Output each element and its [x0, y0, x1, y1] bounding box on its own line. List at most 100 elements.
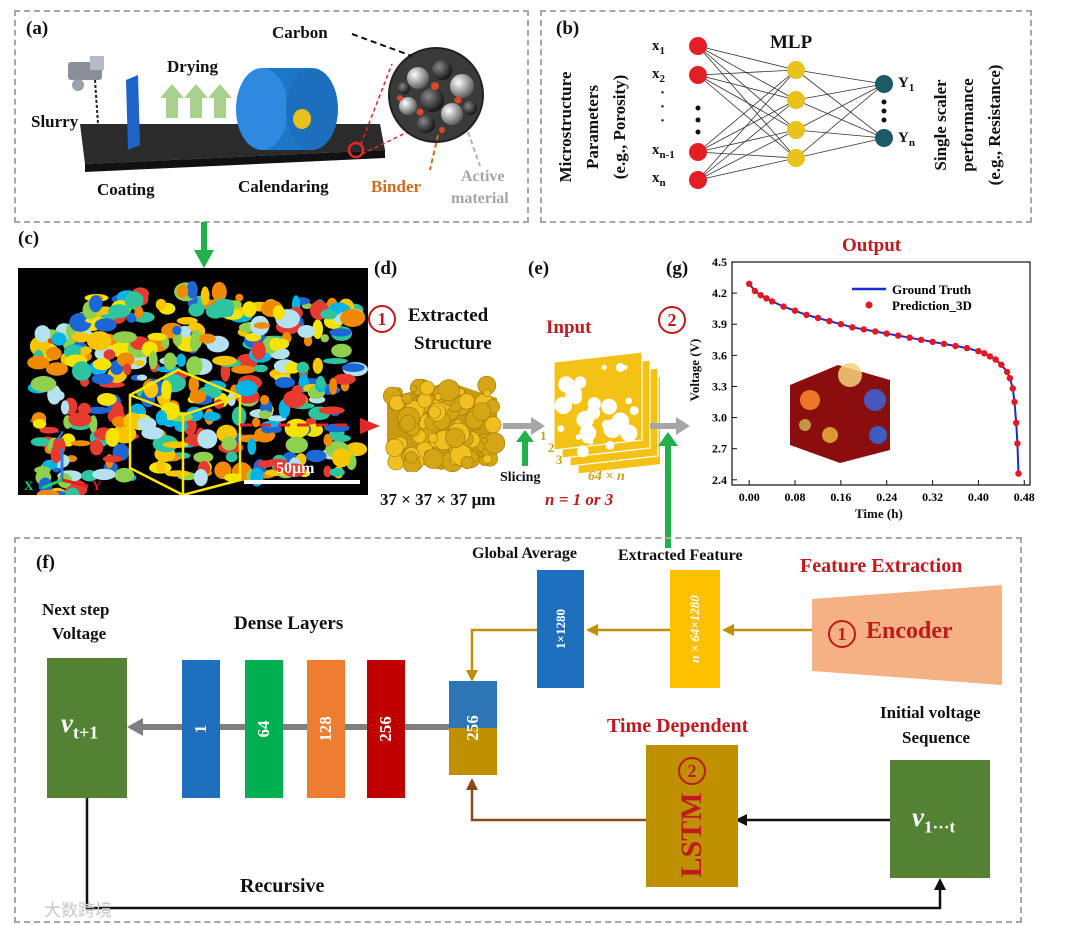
mlp-input-node-1 [689, 66, 707, 84]
x-tick-label: 0.08 [785, 490, 806, 504]
green-arrow-a-to-c [194, 222, 214, 268]
panel-b [540, 10, 1032, 223]
particle [231, 365, 256, 374]
particle [162, 441, 189, 448]
dense-layer-128: 128 [307, 660, 345, 798]
coating-line-illustration [68, 33, 484, 172]
cube-particle [401, 393, 413, 405]
panel-b-label: (b) [556, 18, 580, 39]
particle [36, 489, 60, 495]
slice-pore [576, 445, 589, 458]
particle [258, 410, 272, 419]
particle [340, 309, 366, 327]
coating-label: Coating [97, 180, 155, 199]
initial-voltage-symbol: v [912, 802, 924, 832]
extracted-structure-title-2: Structure [414, 333, 492, 354]
mlp-output-dot-1 [881, 108, 887, 114]
prediction-point [757, 292, 764, 299]
particle [312, 357, 323, 374]
panel-a-label: (a) [26, 18, 49, 39]
particle [30, 376, 57, 392]
mlp-network [689, 37, 893, 189]
mlp-title: MLP [770, 32, 813, 53]
particle [92, 468, 116, 481]
prediction-point [1006, 375, 1014, 382]
prediction-point [906, 334, 913, 341]
inset-particle [822, 427, 838, 443]
particle [252, 417, 261, 428]
prediction-point [895, 332, 902, 339]
chart-title: Output [842, 235, 902, 256]
slice-pore [625, 397, 633, 405]
selection-cube [128, 368, 242, 495]
particle [176, 353, 186, 367]
inset-particle [869, 426, 887, 444]
particle [323, 358, 348, 364]
x-tick-label: 0.40 [968, 490, 989, 504]
slice-dimension-label: 64 × n [588, 469, 625, 484]
prediction-point [746, 280, 753, 287]
particle [211, 281, 227, 302]
cube-particle [460, 456, 474, 470]
particle [329, 328, 352, 337]
y-tick-label: 4.2 [712, 286, 727, 300]
input-title: Input [546, 317, 592, 338]
cube-particle [419, 380, 435, 396]
prediction-point [872, 328, 879, 335]
prediction-point [883, 330, 890, 337]
particle [46, 362, 68, 376]
particle [86, 331, 112, 351]
mlp-right-axis-2: performance [958, 78, 977, 172]
cube-particle [483, 389, 491, 397]
particle [303, 335, 313, 347]
cube-particle [483, 432, 505, 454]
particle [323, 433, 333, 447]
particle [94, 318, 117, 332]
particle [186, 356, 203, 376]
panel-f [14, 537, 1022, 923]
particle [186, 281, 198, 299]
drying-label: Drying [167, 57, 218, 76]
particle [32, 418, 47, 429]
particle [312, 319, 324, 339]
mlp-output-node-1 [875, 129, 893, 147]
particle [89, 295, 103, 313]
particle [323, 465, 332, 478]
prediction-point [981, 350, 988, 357]
legend-marker-prediction [865, 301, 873, 309]
mlp-input-dot-2 [695, 129, 701, 135]
particle [320, 309, 338, 320]
mlp-left-axis-1: Microstructure [556, 71, 575, 183]
particle [318, 406, 345, 415]
mlp-input-node-3 [689, 171, 707, 189]
particle [260, 395, 270, 405]
red-arrow-c-to-d [360, 418, 380, 434]
lstm-label: LSTM [675, 792, 708, 878]
slice-pore [557, 425, 565, 432]
mlp-input-node-0 [689, 37, 707, 55]
particle [147, 332, 167, 341]
particle [30, 437, 50, 447]
panel-d-label: (d) [374, 258, 398, 279]
prediction-point [849, 324, 856, 331]
concat-block: 256 [449, 681, 497, 775]
particle [112, 331, 137, 344]
slice-pore [569, 391, 582, 405]
encoder-step-badge: 1 [828, 620, 856, 648]
mlp-input-node-2 [689, 143, 707, 161]
mlp-hidden-node-1 [787, 91, 805, 109]
zoom-marker [347, 141, 365, 159]
input-x2: x2 [652, 66, 665, 85]
stack-number-3: 3 [556, 452, 563, 467]
inset-particle [800, 390, 820, 410]
slice-pore [574, 376, 587, 389]
particle [137, 417, 157, 431]
particle [296, 361, 309, 374]
particle [123, 412, 142, 430]
particle [331, 343, 352, 358]
prediction-point [814, 314, 822, 322]
particle [134, 359, 145, 367]
particle [155, 410, 168, 426]
particle [34, 325, 51, 343]
particle [65, 487, 80, 495]
